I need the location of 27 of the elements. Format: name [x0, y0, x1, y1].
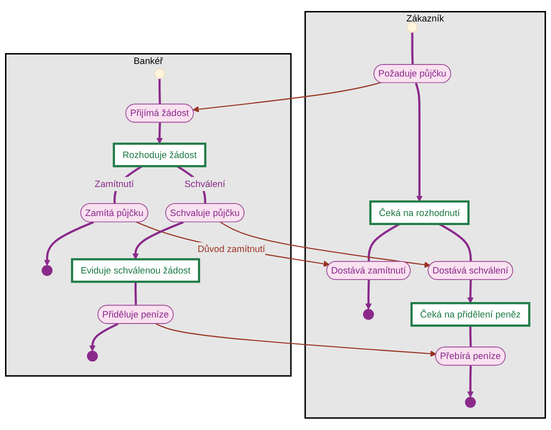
arrow: [467, 280, 474, 304]
connector: [158, 78, 161, 105]
arrow: [44, 221, 94, 266]
connector: [134, 282, 137, 306]
node-box: Čeká na přidělení peněz: [410, 302, 530, 327]
arrow: [156, 122, 163, 144]
edge-label: Schválení: [184, 178, 226, 190]
arrow: [89, 323, 118, 352]
arrow: [132, 221, 184, 260]
arrow: [414, 82, 423, 202]
connector: [469, 326, 472, 348]
node-circle: [154, 68, 165, 80]
connector: [368, 223, 400, 262]
node-box: Eviduje schválenou žádost: [71, 258, 200, 283]
node-box: Rozhoduje žádost: [112, 142, 206, 168]
arrow: [192, 82, 381, 113]
edge-label: Důvod zamítnutí: [198, 244, 266, 254]
arrow: [365, 280, 372, 310]
arrow: [220, 222, 430, 268]
node-circle: [406, 22, 418, 33]
arrow: [156, 324, 437, 357]
node-box: Čeká na rozhodnutí: [369, 200, 470, 226]
connector: [438, 223, 472, 262]
arrow: [467, 366, 474, 398]
connector: [411, 32, 414, 66]
edge-label: Zamítnutí: [94, 178, 134, 190]
arrow: [136, 222, 330, 268]
